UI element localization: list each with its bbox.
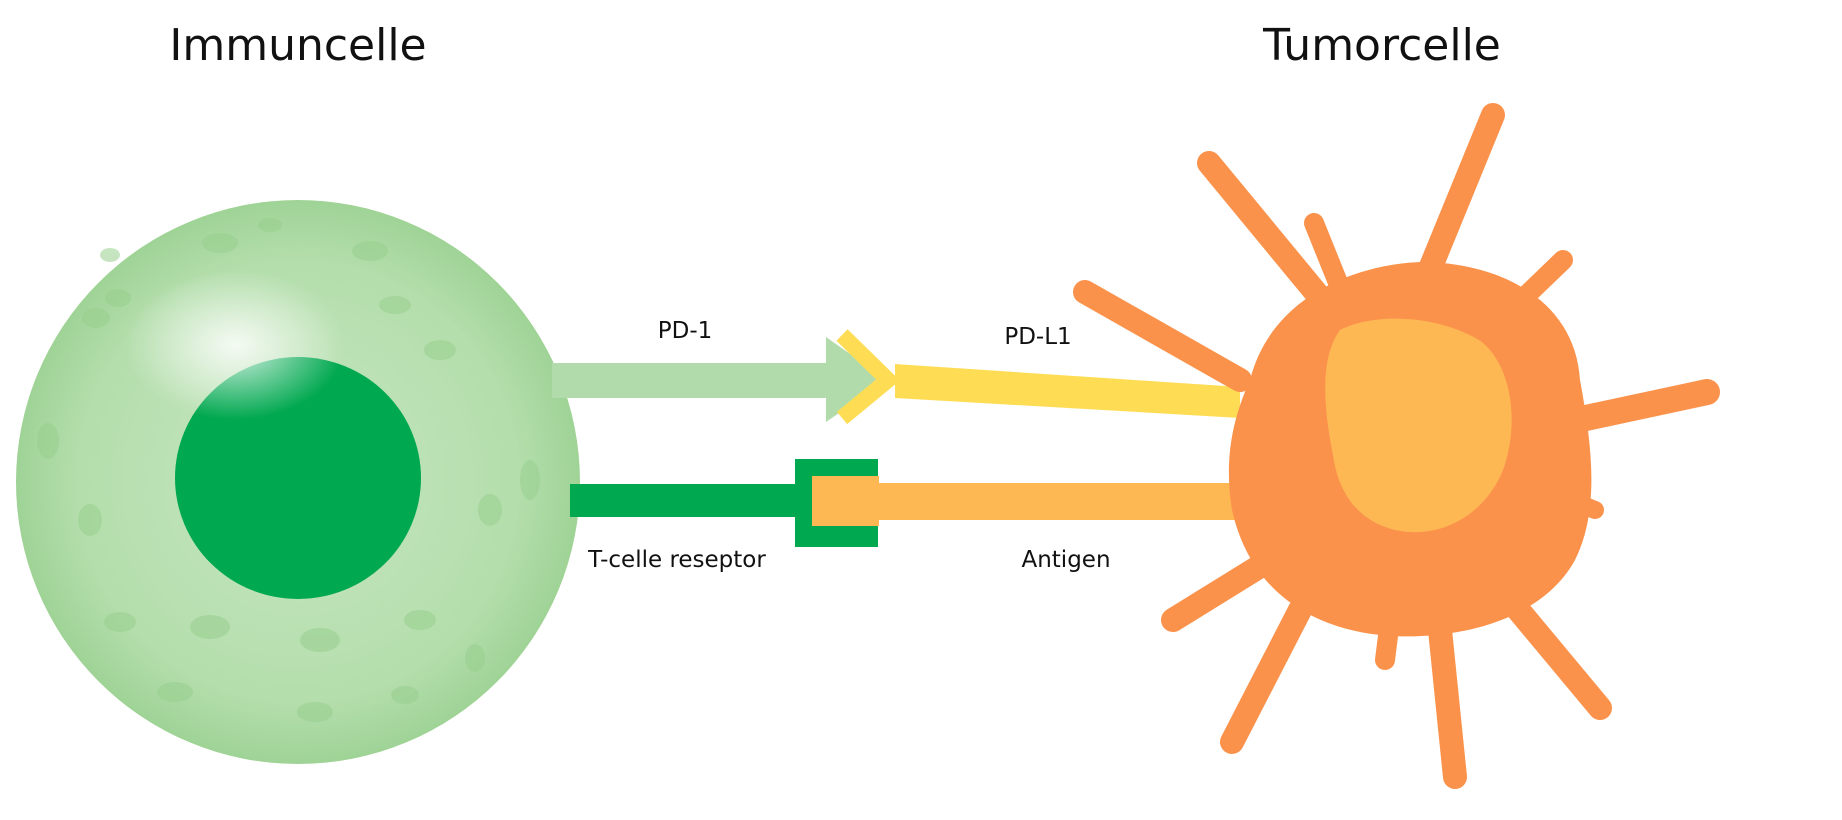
antigen (812, 476, 1240, 526)
immune-cell-title: Immuncelle (169, 20, 427, 71)
pd1-label: PD-1 (657, 318, 713, 344)
antigen-label: Antigen (1021, 547, 1111, 573)
immune-cell-texture (37, 218, 540, 722)
tumor-cell-title: Tumorcelle (1263, 20, 1501, 71)
tumor-nucleus (1325, 318, 1512, 533)
tumor-cell (1073, 103, 1720, 789)
pdl1-label: PD-L1 (1004, 324, 1072, 350)
pdl1-ligand (836, 329, 1240, 425)
immune-cell-highlight (125, 270, 345, 420)
immune-cell (16, 200, 580, 764)
tcr-label: T-celle reseptor (588, 547, 766, 573)
pd1-receptor (552, 337, 887, 422)
